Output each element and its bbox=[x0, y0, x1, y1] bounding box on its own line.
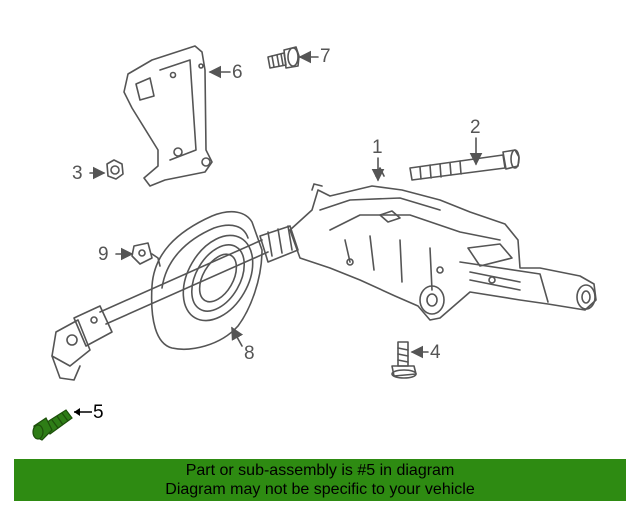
steering-column-part-1 bbox=[289, 167, 597, 321]
callout-1: 1 bbox=[372, 137, 383, 158]
callout-6: 6 bbox=[232, 62, 243, 83]
bolt-part-4 bbox=[391, 341, 417, 379]
intermediate-shaft bbox=[51, 225, 299, 381]
bolt-part-7 bbox=[267, 46, 300, 69]
callout-3: 3 bbox=[72, 163, 83, 184]
clip-part-9 bbox=[131, 242, 161, 267]
callout-2: 2 bbox=[470, 117, 481, 138]
nut-part-3 bbox=[106, 159, 124, 180]
callout-9: 9 bbox=[98, 244, 109, 265]
callout-7: 7 bbox=[320, 46, 331, 67]
boot-part-8 bbox=[150, 210, 263, 350]
banner-line-part-number: Part or sub-assembly is #5 in diagram bbox=[185, 462, 455, 479]
long-bolt-part-2 bbox=[409, 149, 520, 181]
bracket-part-6 bbox=[123, 45, 213, 187]
parts-diagram bbox=[32, 45, 597, 441]
callout-4: 4 bbox=[430, 342, 441, 363]
callout-5: 5 bbox=[93, 402, 104, 423]
info-banner: Part or sub-assembly is #5 in diagram Di… bbox=[14, 459, 626, 501]
callout-8: 8 bbox=[244, 343, 255, 364]
bolt-part-5-highlighted bbox=[32, 408, 92, 441]
banner-line-disclaimer: Diagram may not be specific to your vehi… bbox=[165, 481, 475, 498]
